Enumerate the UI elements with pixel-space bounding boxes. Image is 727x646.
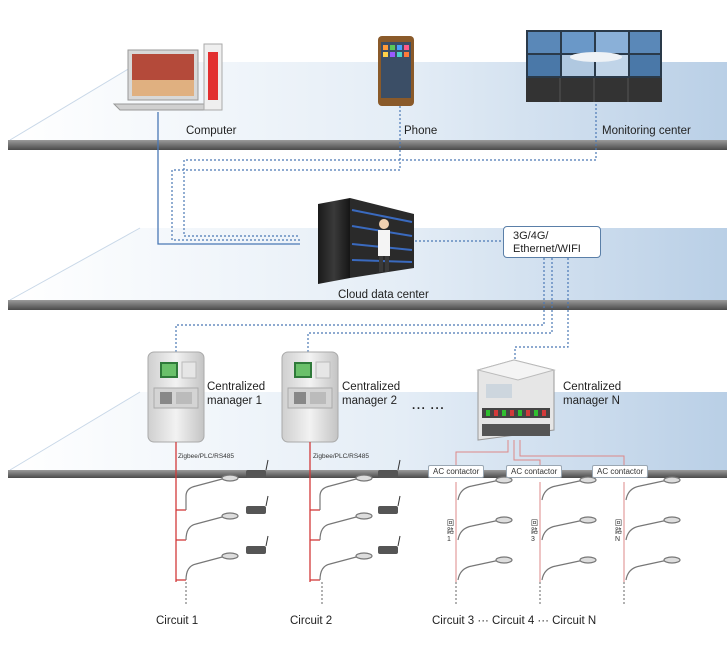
cloud-data-center-label: Cloud data center	[338, 289, 429, 301]
manager-ellipsis: ··· ···	[412, 403, 446, 415]
loop-label-n: 回路N	[615, 520, 622, 543]
server-racks-icon	[318, 198, 414, 284]
loop-label-1: 回路1	[447, 520, 454, 543]
manager-n-label: Centralized manager N	[563, 381, 622, 407]
phone-label: Phone	[404, 125, 438, 137]
circuit-row-label: Circuit 3 ··· Circuit 4 ··· Circuit N	[432, 615, 597, 627]
wireless-nodes-c2	[378, 459, 401, 554]
street-lights-c1	[185, 474, 239, 581]
protocol-label-1: Zigbee/PLC/RS485	[178, 453, 235, 460]
computer-label: Computer	[186, 125, 237, 137]
network-links	[157, 104, 597, 362]
phone-icon	[378, 36, 414, 106]
circuit-1-lines	[175, 442, 186, 582]
monitoring-wall-icon	[526, 30, 662, 102]
protocol-label-2: Zigbee/PLC/RS485	[313, 453, 370, 460]
manager-1-icon	[147, 351, 205, 443]
network-line-1: 3G/4G/	[513, 230, 549, 242]
ac-contactor-1: AC contactor	[428, 465, 485, 478]
circuit-1-label: Circuit 1	[156, 615, 199, 627]
loop-label-3: 回路3	[531, 520, 538, 543]
street-lights-contactor	[457, 476, 681, 581]
ac-contactor-3: AC contactor	[592, 465, 649, 478]
network-box: 3G/4G/ Ethernet/WIFI	[503, 226, 601, 258]
manager-n-icon	[476, 359, 556, 441]
circuit-dotted-tails	[185, 582, 625, 606]
circuit-2-lines	[309, 442, 320, 582]
wireless-nodes-c1	[246, 459, 269, 554]
ac-contactor-2: AC contactor	[506, 465, 563, 478]
circuit-2-label: Circuit 2	[290, 615, 333, 627]
manager-2-label: Centralized manager 2	[342, 381, 401, 407]
monitoring-center-label: Monitoring center	[602, 125, 691, 137]
street-lights-c2	[319, 474, 373, 581]
computer-icon	[112, 43, 223, 111]
manager-2-icon	[281, 351, 339, 443]
network-line-2: Ethernet/WIFI	[513, 243, 581, 255]
contactor-feed-lines	[455, 440, 625, 582]
manager-1-label: Centralized manager 1	[207, 381, 266, 407]
